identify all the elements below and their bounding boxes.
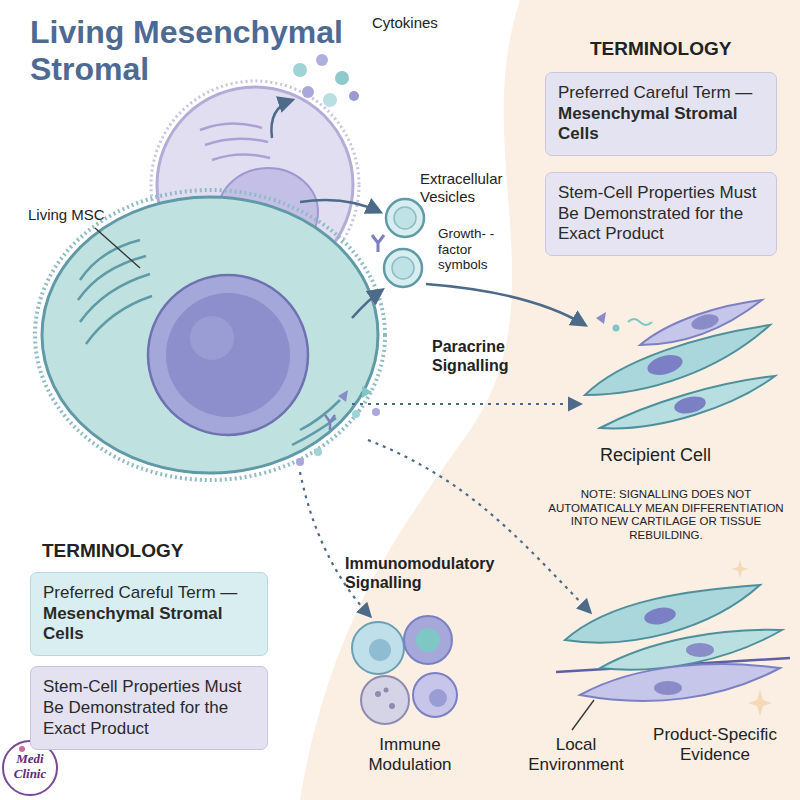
cytokine-dots-part [323, 93, 337, 107]
logo-text: Medi [6, 752, 54, 766]
immune-cells-part [361, 676, 409, 724]
signal-molecules-part [352, 410, 360, 418]
cytokine-dots-part [349, 91, 359, 101]
local-environment-cells-part [686, 643, 714, 657]
vesicles-part [384, 249, 422, 287]
part-label: Immune Modulation [350, 735, 470, 775]
local-environment-cells-part [643, 605, 677, 626]
section-heading: TERMINOLOGY [42, 540, 242, 562]
section-heading: TERMINOLOGY [590, 38, 770, 60]
box-emphasis: Mesenchymal Stromal Cells [43, 604, 255, 645]
note-text: NOTE: SIGNALLING DOES NOT AUTOMATICALLY … [542, 488, 790, 542]
recipient-cells [585, 300, 775, 428]
cytokine-dots [293, 54, 359, 107]
immune-cells-part [384, 688, 389, 693]
living-msc-cell-part [148, 275, 308, 435]
box-text: Stem-Cell Properties Must Be Demonstrate… [43, 677, 255, 739]
immune-cells-part [389, 703, 395, 709]
leader-line [95, 228, 140, 268]
box-text: Stem-Cell Properties Must Be Demonstrate… [558, 183, 764, 245]
living-msc-cell-part [166, 293, 290, 417]
back-cell-part [200, 123, 270, 160]
part-label: Growth- - factor symbols [438, 226, 520, 273]
part-label: Product-Specific Evidence [640, 725, 790, 765]
immune-cells-part [413, 673, 457, 717]
signal-molecules-part [314, 448, 322, 456]
vesicles-part [372, 235, 384, 252]
immune-cells-part [416, 628, 440, 652]
vesicles-part [394, 207, 416, 229]
local-environment-cells-part [600, 630, 782, 670]
part-label: Cytokines [372, 14, 472, 32]
box-text: Preferred Careful Term — [558, 83, 764, 104]
peach-region [300, 0, 800, 800]
signal-arrow [426, 284, 585, 325]
living-msc-cell-part [42, 197, 378, 473]
sparkle [748, 690, 772, 716]
cytokine-dots-part [316, 54, 328, 66]
term-box: Stem-Cell Properties Must Be Demonstrate… [30, 666, 268, 750]
signal-molecules-part [628, 319, 652, 325]
living-msc-cell-part [190, 316, 234, 360]
recipient-cells-part [673, 394, 708, 416]
release-arrow [352, 290, 382, 318]
signal-molecules-part [338, 390, 348, 402]
recipient-cells-part [600, 376, 775, 428]
logo-text: Clinic [6, 767, 54, 781]
signal-molecules-part [296, 458, 304, 466]
release-arrow [300, 200, 380, 212]
part-label: Extracellular Vesicles [420, 170, 532, 205]
box-emphasis: Mesenchymal Stromal Cells [558, 104, 764, 145]
term-box: Preferred Careful Term —Mesenchymal Stro… [545, 72, 777, 156]
sparkle [731, 560, 749, 578]
immune-cells [352, 616, 457, 724]
living-msc-cell-part [35, 190, 385, 480]
recipient-cells-part [690, 312, 721, 333]
recipient-cells-part [645, 352, 684, 379]
box-text: Preferred Careful Term — [43, 583, 255, 604]
immune-cells-part [429, 689, 447, 707]
vesicles-part [392, 257, 414, 279]
immune-cells-part [352, 622, 404, 674]
cytokine-dots-part [302, 86, 314, 98]
local-environment-cells-part [654, 681, 682, 695]
term-box: Preferred Careful Term —Mesenchymal Stro… [30, 572, 268, 656]
process-label: Immunomodulatory Signalling [345, 555, 510, 593]
release-arrow [271, 100, 292, 138]
vesicles-part [386, 199, 424, 237]
immune-cells-part [375, 691, 381, 697]
signal-molecules-part [596, 312, 606, 324]
cytokine-dots-part [335, 71, 349, 85]
living-msc-cell [35, 190, 385, 480]
signal-molecules-part [613, 325, 620, 332]
local-environment-cells [556, 585, 790, 701]
immune-cells-part [369, 639, 391, 661]
leader-line [572, 700, 594, 730]
immune-arrow [300, 472, 370, 616]
immune-cells-part [404, 616, 452, 664]
term-box: Stem-Cell Properties Must Be Demonstrate… [545, 172, 777, 256]
paracrine-arrow [352, 403, 580, 405]
cytokine-dots-part [293, 63, 307, 77]
local-environment-cells-part [580, 664, 780, 701]
part-label: Living MSC [28, 206, 128, 224]
diagram-title: Living Mesenchymal Stromal [30, 14, 410, 88]
part-label: Recipient Cell [600, 445, 760, 466]
signal-molecules-part [362, 386, 372, 398]
living-msc-cell-part [78, 240, 340, 445]
part-label: Local Environment [520, 735, 632, 775]
signal-molecules-part [372, 408, 380, 416]
signal-molecules-part [325, 415, 335, 430]
process-label: Paracrine Signalling [432, 338, 542, 376]
